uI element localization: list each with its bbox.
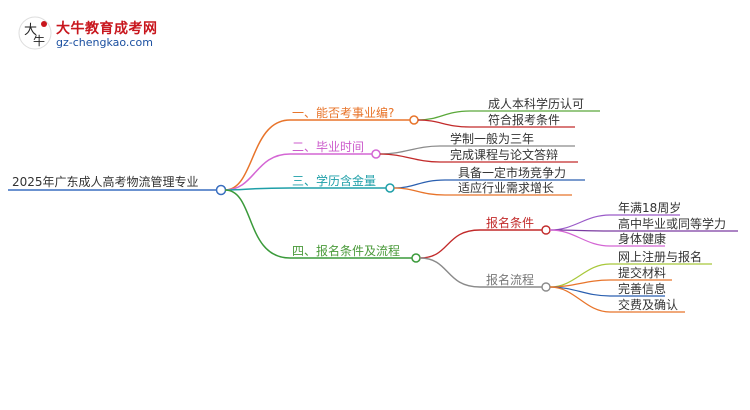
- branch-4-label: 四、报名条件及流程: [292, 244, 401, 258]
- process-leaf-1: 网上注册与报名: [618, 250, 703, 264]
- process-leaf-4: 交费及确认: [618, 298, 679, 312]
- branch-2-leaf-2: 完成课程与论文答辩: [450, 148, 559, 162]
- branch-3-leaf-2: 适应行业需求增长: [458, 181, 555, 195]
- svg-text:大: 大: [24, 23, 37, 38]
- niu-logo-icon: 大 牛: [18, 16, 52, 50]
- svg-text:牛: 牛: [33, 33, 45, 48]
- sub-branch-process-label: 报名流程: [486, 273, 535, 287]
- process-leaf-2: 提交材料: [618, 266, 667, 280]
- sub-branch-conditions-label: 报名条件: [486, 216, 535, 230]
- branch-1-leaf-1: 成人本科学历认可: [488, 97, 585, 111]
- logo-title: 大牛教育成考网: [56, 21, 158, 37]
- logo-url: gz-chengkao.com: [56, 36, 153, 49]
- branch-2-label: 二、毕业时间: [292, 140, 365, 154]
- condition-leaf-3: 身体健康: [618, 232, 667, 246]
- branch-3-label: 三、学历含金量: [292, 174, 377, 188]
- branch-2-leaf-1: 学制一般为三年: [450, 132, 535, 146]
- branch-1-leaf-2: 符合报考条件: [488, 113, 561, 127]
- process-leaf-3: 完善信息: [618, 282, 667, 296]
- branch-3-leaf-1: 具备一定市场竞争力: [458, 166, 567, 180]
- branch-1-label: 一、能否考事业编?: [292, 106, 395, 120]
- condition-leaf-2: 高中毕业或同等学力: [618, 217, 727, 231]
- root-node: 2025年广东成人高考物流管理专业: [12, 175, 199, 189]
- site-logo[interactable]: 大 牛 大牛教育成考网 gz-chengkao.com: [18, 16, 158, 56]
- condition-leaf-1: 年满18周岁: [618, 201, 682, 215]
